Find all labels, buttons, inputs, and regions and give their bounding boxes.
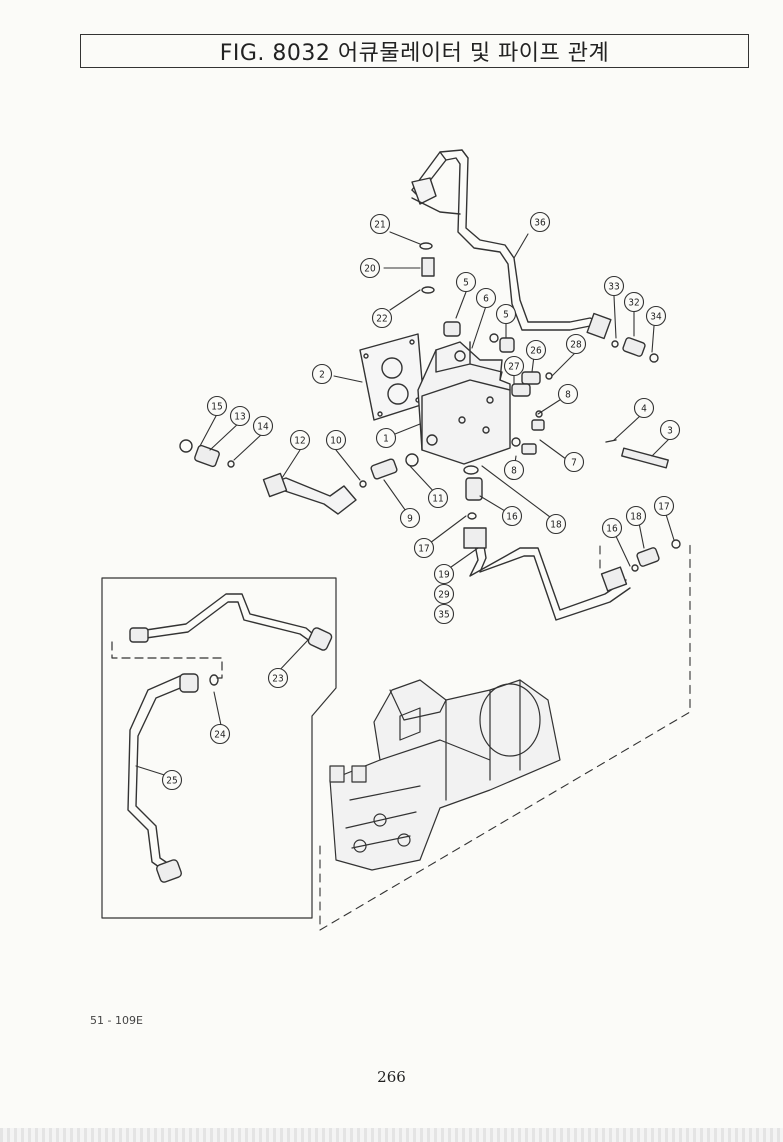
callout-label: 16 xyxy=(506,512,518,523)
callout-label: 17 xyxy=(658,502,669,513)
callout-label: 34 xyxy=(650,312,662,323)
callout-34: 34 xyxy=(645,305,667,327)
inset-frame xyxy=(101,577,337,919)
callout-label: 23 xyxy=(272,674,283,685)
callout-17: 17 xyxy=(653,495,675,517)
callout-3: 3 xyxy=(659,419,681,441)
callout-label: 8 xyxy=(565,390,571,401)
callout-15: 15 xyxy=(206,395,228,417)
callout-label: 5 xyxy=(503,310,509,321)
callout-label: 6 xyxy=(483,294,489,305)
callout-label: 17 xyxy=(418,544,429,555)
callout-label: 16 xyxy=(606,524,618,535)
callout-16: 16 xyxy=(501,505,523,527)
callout-label: 11 xyxy=(432,494,443,505)
callout-13: 13 xyxy=(229,405,251,427)
callout-29: 29 xyxy=(433,583,455,605)
callout-label: 22 xyxy=(376,314,387,325)
callout-36: 36 xyxy=(529,211,551,233)
callout-2: 2 xyxy=(311,363,333,385)
callout-20: 20 xyxy=(359,257,381,279)
callout-label: 2 xyxy=(319,370,325,381)
callout-label: 18 xyxy=(550,520,562,531)
callout-21: 21 xyxy=(369,213,391,235)
callout-label: 35 xyxy=(438,610,449,621)
callout-27: 27 xyxy=(503,355,525,377)
page-number: 266 xyxy=(377,1068,406,1086)
callout-35: 35 xyxy=(433,603,455,625)
callout-10: 10 xyxy=(325,429,347,451)
callout-label: 36 xyxy=(534,218,546,229)
callout-label: 29 xyxy=(438,590,450,601)
callout-label: 13 xyxy=(234,412,245,423)
callout-5: 5 xyxy=(495,303,517,325)
callout-16: 16 xyxy=(601,517,623,539)
callout-label: 24 xyxy=(214,730,226,741)
dashed-connections xyxy=(319,539,691,931)
pump-assembly xyxy=(329,679,561,871)
callout-label: 9 xyxy=(407,514,413,525)
inset-pipe-23 xyxy=(129,593,333,651)
scan-edge xyxy=(0,1128,783,1142)
fittings-left xyxy=(179,439,483,520)
manifold-block xyxy=(417,341,511,465)
figure-title-box: FIG. 8032 어큐물레이터 및 파이프 관계 xyxy=(80,34,749,68)
callout-label: 26 xyxy=(530,346,542,357)
callout-label: 14 xyxy=(257,422,269,433)
callout-label: 28 xyxy=(570,340,582,351)
callout-label: 4 xyxy=(641,404,647,415)
callout-label: 7 xyxy=(571,458,577,469)
callout-label: 15 xyxy=(211,402,222,413)
callout-18: 18 xyxy=(545,513,567,535)
callout-32: 32 xyxy=(623,291,645,313)
callout-4: 4 xyxy=(633,397,655,419)
callout-label: 18 xyxy=(630,512,642,523)
callout-28: 28 xyxy=(565,333,587,355)
callout-8: 8 xyxy=(557,383,579,405)
callout-33: 33 xyxy=(603,275,625,297)
callout-17: 17 xyxy=(413,537,435,559)
callout-26: 26 xyxy=(525,339,547,361)
inset-pipe-25 xyxy=(127,673,219,883)
callout-5: 5 xyxy=(455,271,477,293)
callout-label: 25 xyxy=(166,776,177,787)
callout-22: 22 xyxy=(371,307,393,329)
callout-19: 19 xyxy=(433,563,455,585)
callout-label: 5 xyxy=(463,278,469,289)
callout-label: 3 xyxy=(667,426,673,437)
fittings-upper xyxy=(419,242,669,469)
callout-9: 9 xyxy=(399,507,421,529)
callout-label: 1 xyxy=(383,434,389,445)
callout-label: 10 xyxy=(330,436,342,447)
callout-label: 27 xyxy=(508,362,519,373)
callout-7: 7 xyxy=(563,451,585,473)
drawing-reference-code: 51 - 109E xyxy=(90,1014,143,1027)
callout-1: 1 xyxy=(375,427,397,449)
callout-label: 32 xyxy=(628,298,639,309)
callout-18: 18 xyxy=(625,505,647,527)
callout-25: 25 xyxy=(161,769,183,791)
figure-title: FIG. 8032 어큐물레이터 및 파이프 관계 xyxy=(219,41,610,66)
callout-6: 6 xyxy=(475,287,497,309)
callout-23: 23 xyxy=(267,667,289,689)
pipe-lower-right xyxy=(463,527,681,621)
top-pipe-loop xyxy=(411,149,612,340)
callout-24: 24 xyxy=(209,723,231,745)
callout-11: 11 xyxy=(427,487,449,509)
callout-label: 19 xyxy=(438,570,450,581)
callout-14: 14 xyxy=(252,415,274,437)
callout-label: 12 xyxy=(294,436,305,447)
callout-12: 12 xyxy=(289,429,311,451)
gasket-plate xyxy=(359,333,425,421)
callout-8: 8 xyxy=(503,459,525,481)
callout-label: 33 xyxy=(608,282,619,293)
callout-label: 21 xyxy=(374,220,385,231)
callout-label: 20 xyxy=(364,264,376,275)
callout-label: 8 xyxy=(511,466,517,477)
